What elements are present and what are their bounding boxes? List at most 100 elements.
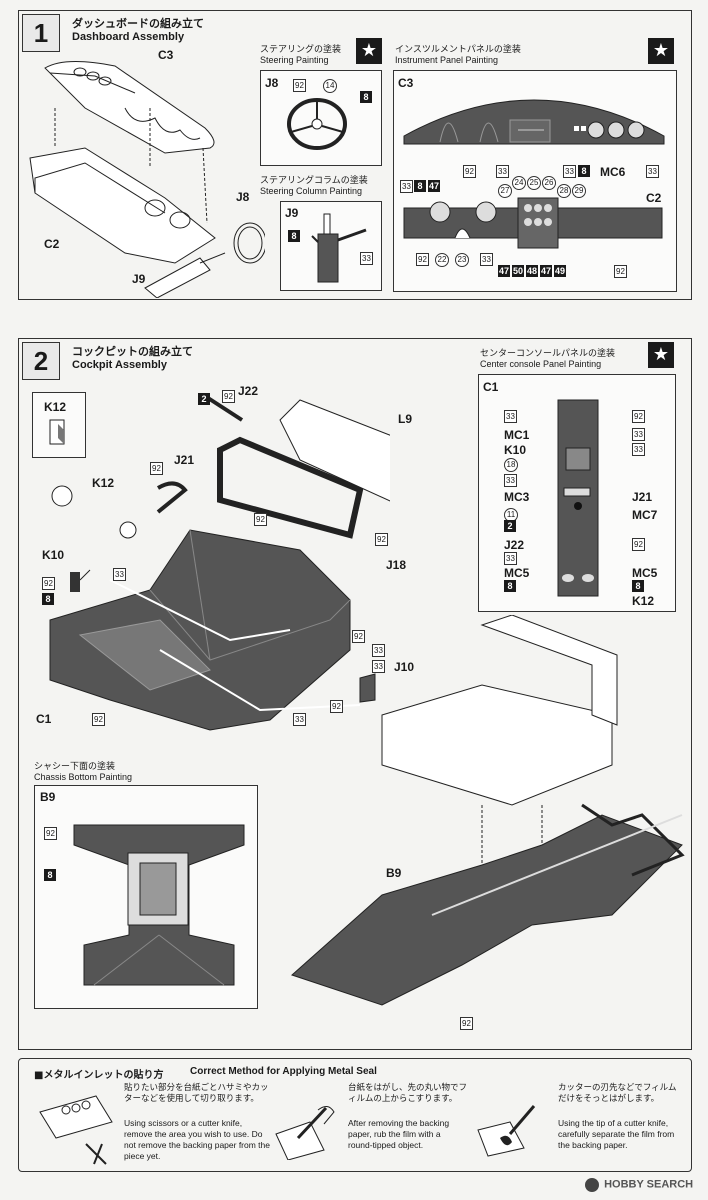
- paint-code-8: 8: [504, 580, 516, 592]
- step2-title-jp: コックピットの組み立て: [72, 345, 193, 358]
- dashboard-assembly-drawing: [29, 60, 265, 298]
- steering-part-label: J8: [265, 76, 279, 90]
- paint-code-92: 92: [352, 630, 365, 643]
- part-label-mc5: MC5: [504, 566, 530, 580]
- paint-code-8: 8: [360, 91, 372, 103]
- steering-column-title-en: Steering Column Painting: [260, 186, 363, 196]
- column-part-label: J9: [285, 206, 299, 220]
- part-label-mc5: MC5: [632, 566, 658, 580]
- chassis-title-jp: シャシー下面の塗装: [34, 762, 116, 772]
- part-label-j22: J22: [504, 538, 525, 552]
- paint-code-29: 29: [572, 184, 586, 198]
- seal-sheet-icon: [39, 1095, 113, 1165]
- star-icon: ★: [648, 38, 674, 64]
- chassis-assembly-drawing: [291, 615, 685, 1006]
- center-console-title-jp: センターコンソールパネルの塗装: [480, 349, 616, 359]
- center-console-drawing: [557, 399, 599, 597]
- paint-code-92: 92: [460, 1017, 473, 1030]
- seal-rub-icon: [275, 1106, 335, 1160]
- instrument-panel-title-jp: インスツルメントパネルの塗装: [395, 45, 521, 55]
- paint-code-33: 33: [496, 165, 509, 178]
- part-label-j22: J22: [238, 384, 259, 398]
- watermark-logo: HOBBY SEARCH: [585, 1174, 697, 1192]
- paint-code-33: 33: [372, 644, 385, 657]
- instrument-panel-title-en: Instrument Panel Painting: [395, 55, 499, 65]
- step1-frame: [18, 10, 692, 300]
- part-label-j21: J21: [632, 490, 653, 504]
- chassis-main-part-label: B9: [386, 866, 402, 880]
- seal-step2-en: After removing the backing paper, rub th…: [348, 1118, 450, 1150]
- paint-code-33: 33: [632, 443, 645, 456]
- watermark-text: HOBBY SEARCH: [604, 1178, 694, 1191]
- part-label-mc1: MC1: [504, 428, 530, 442]
- paint-code-23: 23: [455, 253, 469, 267]
- steering-column-drawing: [311, 213, 367, 283]
- paint-code-47: 47: [498, 265, 510, 277]
- seal-step3-en: Using the tip of a cutter knife, careful…: [558, 1118, 675, 1150]
- part-label-k10: K10: [504, 443, 527, 457]
- instrument-panel-side-drawing: [403, 197, 663, 249]
- part-label-c2: C2: [44, 237, 60, 251]
- paint-code-33: 33: [504, 552, 517, 565]
- paint-code-8: 8: [632, 580, 644, 592]
- paint-code-33: 33: [113, 568, 126, 581]
- part-label-k10: K10: [42, 548, 65, 562]
- paint-code-2: 2: [504, 520, 516, 532]
- part-label-mc3: MC3: [504, 490, 530, 504]
- paint-code-92: 92: [330, 700, 343, 713]
- part-label-mc7: MC7: [632, 508, 658, 522]
- seal-step3-jp: カッターの刃先などでフィルムだけをそっとはがします。: [558, 1082, 677, 1103]
- paint-code-25: 25: [527, 176, 541, 190]
- paint-code-47: 47: [428, 180, 440, 192]
- paint-code-33: 33: [372, 660, 385, 673]
- paint-code-48: 48: [526, 265, 538, 277]
- chassis-part-label: B9: [40, 790, 56, 804]
- paint-code-18: 18: [504, 458, 518, 472]
- paint-code-33: 33: [563, 165, 576, 178]
- paint-code-50: 50: [512, 265, 524, 277]
- part-label-j18: J18: [386, 558, 407, 572]
- paint-code-33: 33: [293, 713, 306, 726]
- cockpit-assembly-drawing: [49, 396, 390, 731]
- seal-peel-icon: [477, 1105, 536, 1157]
- chassis-bottom-drawing: [73, 824, 245, 986]
- paint-code-24: 24: [512, 176, 526, 190]
- part-label-c1: C1: [36, 712, 52, 726]
- paint-code-33: 33: [504, 410, 517, 423]
- seal-step1-en: Using scissors or a cutter knife, remove…: [124, 1118, 270, 1161]
- metal-seal-title-jp: ■メタルインレットの貼り方: [34, 1070, 164, 1081]
- steering-painting-panel: [260, 70, 382, 166]
- part-label-k12: K12: [632, 594, 655, 608]
- step1-title-en: Dashboard Assembly: [72, 31, 185, 43]
- paint-code-14: 14: [323, 79, 337, 93]
- step2-number: 2: [22, 342, 60, 380]
- paint-code-28: 28: [557, 184, 571, 198]
- paint-code-92: 92: [375, 533, 388, 546]
- paint-code-22: 22: [435, 253, 449, 267]
- paint-code-92: 92: [632, 538, 645, 551]
- part-label-j10: J10: [394, 660, 415, 674]
- seal-step1-jp: 貼りたい部分を台紙ごとハサミやカッターなどを使用して切り取ります。: [124, 1082, 269, 1103]
- steering-wheel-drawing: [287, 98, 347, 150]
- instrument-panel-top-drawing: [403, 99, 665, 145]
- paint-code-92: 92: [463, 165, 476, 178]
- part-label-c3: C3: [158, 48, 174, 62]
- star-icon: ★: [648, 342, 674, 368]
- paint-code-8: 8: [44, 869, 56, 881]
- step2-title-en: Cockpit Assembly: [72, 359, 167, 371]
- step1-number: 1: [22, 14, 60, 52]
- paint-code-47: 47: [540, 265, 552, 277]
- watermark-icon: [585, 1177, 599, 1192]
- paint-code-92: 92: [150, 462, 163, 475]
- paint-code-92: 92: [254, 513, 267, 526]
- step2-frame: [18, 338, 692, 1050]
- paint-code-2: 2: [198, 393, 210, 405]
- step1-title-jp: ダッシュボードの組み立て: [72, 17, 204, 30]
- paint-code-92: 92: [42, 577, 55, 590]
- part-label-l9: L9: [398, 412, 413, 426]
- paint-code-92: 92: [293, 79, 306, 92]
- paint-code-33: 33: [400, 180, 413, 193]
- part-label-k12: K12: [44, 400, 67, 414]
- console-part-label: C1: [483, 380, 499, 394]
- paint-code-92: 92: [44, 827, 57, 840]
